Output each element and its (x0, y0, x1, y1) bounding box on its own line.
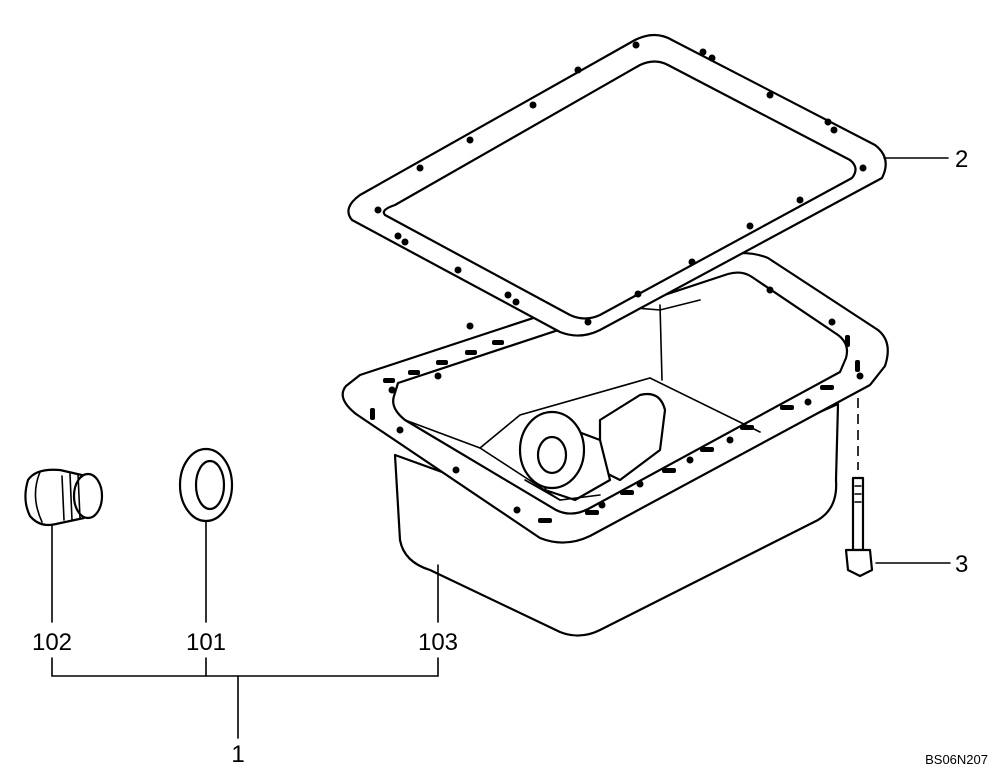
callout-bolt: 3 (955, 551, 968, 578)
callout-oil-pan: 103 (418, 629, 458, 656)
oil-pan (341, 238, 889, 637)
leader-lines (51, 157, 951, 739)
callout-washer: 101 (186, 629, 226, 656)
callout-gasket: 2 (955, 146, 968, 173)
drain-washer (178, 447, 234, 523)
oil-pan-gasket (347, 33, 887, 337)
drawing-code: BS06N207 (925, 752, 988, 767)
callout-assembly: 1 (231, 741, 244, 768)
drain-plug (24, 468, 104, 527)
callout-drain-plug: 102 (32, 629, 72, 656)
pan-bolt (844, 398, 874, 578)
